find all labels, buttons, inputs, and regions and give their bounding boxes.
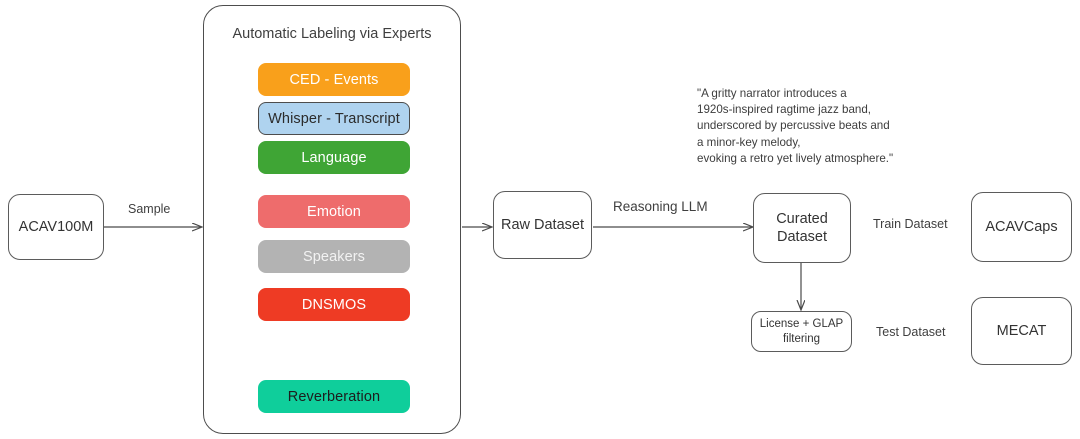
expert-chip[interactable]: DNSMOS [258, 288, 410, 321]
node-raw-dataset-label: Raw Dataset [500, 216, 584, 233]
edge-label-reasoning-llm: Reasoning LLM [613, 199, 708, 214]
node-mecat[interactable]: MECAT [971, 297, 1072, 365]
expert-panel-title: Automatic Labeling via Experts [232, 26, 432, 42]
expert-chip-label: Speakers [302, 248, 366, 265]
node-curated-dataset-line2: Dataset [777, 229, 827, 245]
expert-chip[interactable]: Speakers [258, 240, 410, 273]
node-mecat-label: MECAT [996, 322, 1047, 339]
expert-chip[interactable]: Emotion [258, 195, 410, 228]
node-acavcaps[interactable]: ACAVCaps [971, 192, 1072, 262]
expert-chip[interactable]: Reverberation [258, 380, 410, 413]
filtering-line1: License + GLAP [759, 318, 844, 331]
label-test-dataset: Test Dataset [876, 325, 946, 339]
node-acavcaps-label: ACAVCaps [985, 218, 1058, 235]
expert-chip-label: Language [301, 149, 367, 166]
node-license-glap-filtering[interactable]: License + GLAP filtering [751, 311, 852, 352]
expert-chip[interactable]: Whisper - Transcript [258, 102, 410, 135]
filtering-line2: filtering [782, 332, 821, 345]
expert-chip-label: Emotion [307, 203, 361, 220]
expert-chip[interactable]: CED - Events [258, 63, 410, 96]
label-train-dataset: Train Dataset [873, 217, 948, 231]
node-raw-dataset[interactable]: Raw Dataset [493, 191, 592, 259]
expert-chip-label: Reverberation [287, 388, 381, 405]
generated-caption-quote: "A gritty narrator introduces a 1920s-in… [697, 87, 894, 165]
edge-label-sample: Sample [128, 202, 171, 216]
node-acav100m[interactable]: ACAV100M [8, 194, 104, 260]
expert-chip-label: CED - Events [289, 71, 379, 88]
expert-chip[interactable]: Language [258, 141, 410, 174]
node-acav100m-label: ACAV100M [18, 218, 94, 235]
expert-chip-label: DNSMOS [301, 296, 367, 313]
node-curated-dataset[interactable]: Curated Dataset [753, 193, 851, 263]
node-curated-dataset-line1: Curated [776, 210, 828, 227]
expert-chip-label: Whisper - Transcript [268, 110, 400, 127]
